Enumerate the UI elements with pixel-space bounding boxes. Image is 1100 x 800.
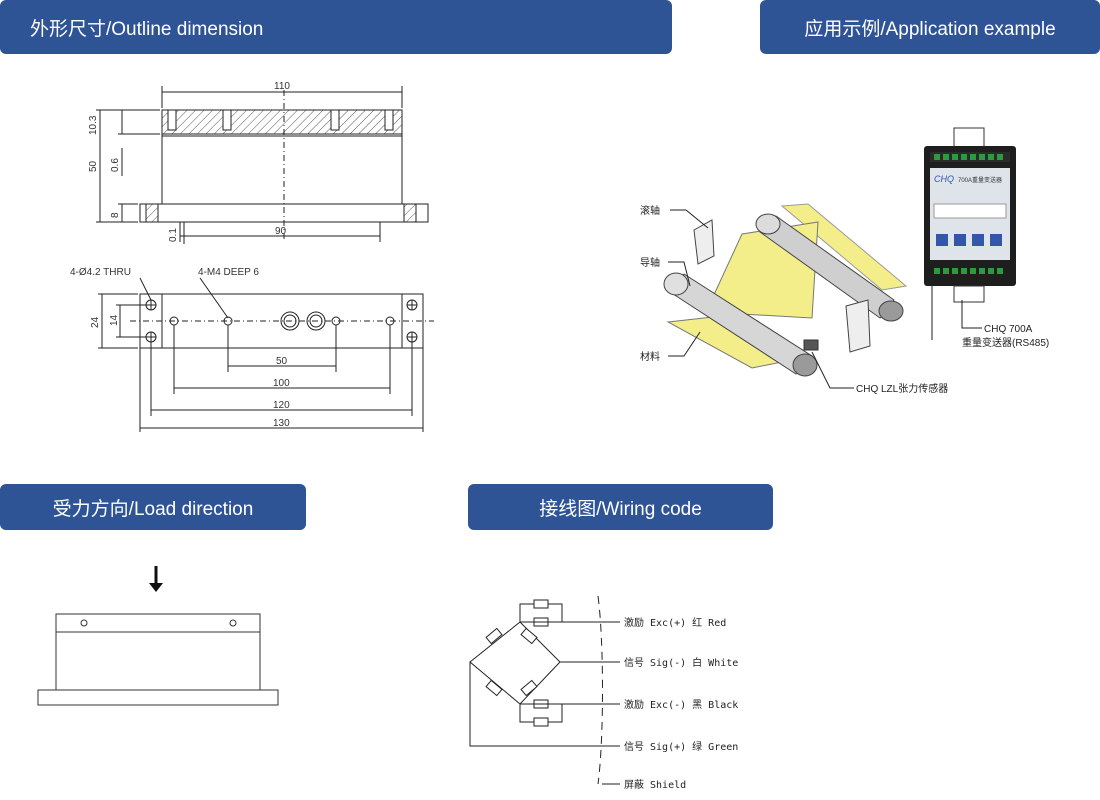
- transmitter-device: [924, 127, 1016, 303]
- wire-exc-minus: 激励 Exc(-) 黑 Black: [624, 698, 738, 711]
- label-sensor: CHQ LZL张力传感器: [856, 382, 948, 395]
- dim-0-6: 0.6: [110, 158, 121, 172]
- application-drawing: CHQ 700A重量变送器 滚轴 导轴 材料 CHQ 700A 重量变送器(RS…: [640, 127, 1049, 395]
- device-brand: CHQ: [934, 174, 954, 184]
- wiring-code-header: 接线图/Wiring code: [468, 484, 773, 530]
- dim-thru-holes: 4-Ø4.2 THRU: [70, 267, 131, 278]
- dim-m4-holes: 4-M4 DEEP 6: [198, 267, 259, 278]
- roller-assembly: [663, 203, 908, 377]
- dim-0-1: 0.1: [168, 228, 179, 242]
- device-title: 700A重量变送器: [958, 176, 1002, 184]
- dim-90: 90: [275, 226, 287, 237]
- label-transmitter: 重量变送器(RS485): [962, 336, 1049, 349]
- label-material: 材料: [640, 350, 660, 363]
- down-arrow-icon: [149, 566, 163, 592]
- wire-shield: 屏蔽 Shield: [624, 779, 686, 791]
- load-direction-header: 受力方向/Load direction: [0, 484, 306, 530]
- top-holes: [167, 109, 394, 131]
- dim-14: 14: [109, 314, 120, 326]
- dim-50: 50: [88, 160, 99, 172]
- dim-50b: 50: [276, 356, 288, 367]
- dim-120: 120: [273, 400, 290, 411]
- dim-100: 100: [273, 378, 290, 389]
- wire-sig-plus: 信号 Sig(+) 绿 Green: [624, 740, 738, 753]
- dim-110: 110: [274, 81, 290, 92]
- load-direction-drawing: [37, 566, 279, 706]
- label-model: CHQ 700A: [984, 324, 1033, 335]
- dim-24: 24: [90, 316, 101, 328]
- wire-exc-plus: 激励 Exc(+) 红 Red: [624, 616, 726, 629]
- dim-130: 130: [273, 418, 290, 429]
- label-guide: 导轴: [640, 256, 660, 269]
- dim-10-3: 10.3: [88, 115, 99, 135]
- application-example-header: 应用示例/Application example: [760, 0, 1100, 54]
- label-roller: 滚轴: [640, 204, 660, 217]
- outline-dimension-header: 外形尺寸/Outline dimension: [0, 0, 672, 54]
- wire-sig-minus: 信号 Sig(-) 白 White: [624, 656, 738, 669]
- wiring-diagram: 激励 Exc(+) 红 Red 信号 Sig(-) 白 White 激励 Exc…: [469, 595, 738, 791]
- outline-drawing: 110 10.3 50 0.6 8 0.1 90: [70, 81, 434, 432]
- dim-8: 8: [110, 212, 121, 218]
